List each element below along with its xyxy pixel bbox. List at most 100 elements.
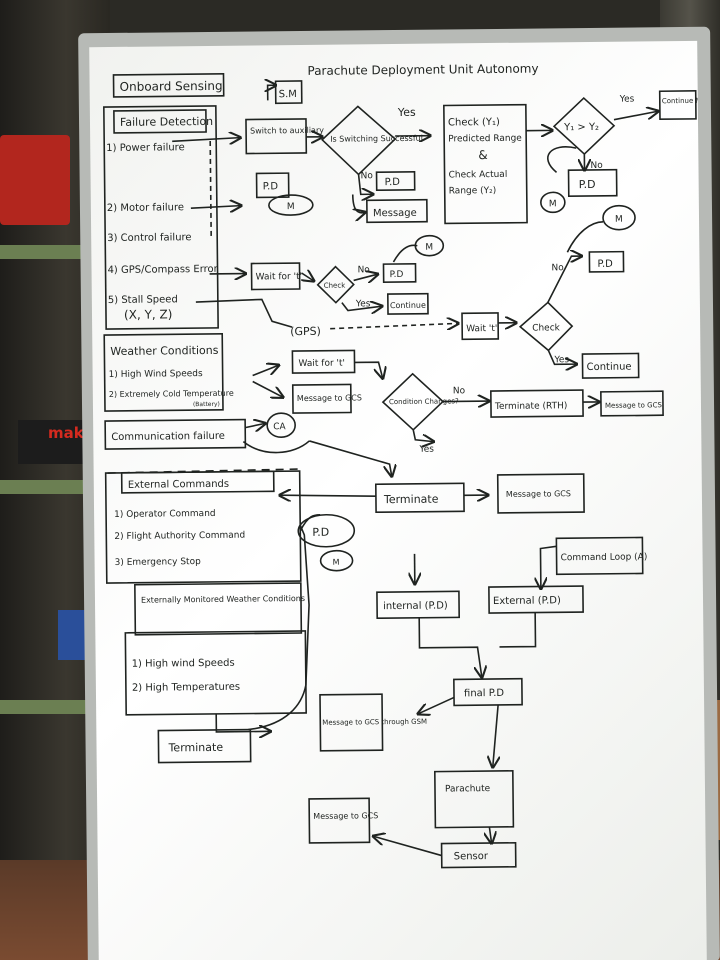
board-title: Parachute Deployment Unit Autonomy xyxy=(307,62,538,78)
message-to-gcs-box-4 xyxy=(308,797,371,844)
weather-item: (Battery) xyxy=(193,401,220,408)
m-label: M xyxy=(615,215,623,225)
message-to-gcs-box-2 xyxy=(600,390,664,417)
no-label: No xyxy=(357,265,370,275)
external-command-item: 3) Emergency Stop xyxy=(115,557,202,568)
no-label: No xyxy=(453,386,466,396)
internal-pd-label: internal (P.D) xyxy=(383,600,448,612)
communication-failure-label: Communication failure xyxy=(111,431,225,443)
m-label: M xyxy=(287,202,295,212)
command-loop-label: Command Loop (A) xyxy=(561,552,648,563)
parachute-label: Parachute xyxy=(445,784,491,794)
pd-label: P.D xyxy=(385,177,401,188)
weather-box xyxy=(103,333,224,412)
terminate-label: Terminate xyxy=(167,741,223,755)
switch-label: Switch to auxiliary xyxy=(250,126,324,136)
message-to-gcs-label: Message to GCS xyxy=(506,489,571,499)
external-command-item: 1) Operator Command xyxy=(114,509,216,520)
yes-label: Yes xyxy=(355,299,371,309)
weather-heading: Weather Conditions xyxy=(110,344,218,358)
wait-t-box xyxy=(250,262,301,291)
externally-monitored-heading: Externally Monitored Weather Conditions xyxy=(141,594,305,605)
yes-label: Yes xyxy=(418,445,434,455)
command-loop-box xyxy=(555,536,644,576)
wait-for-t-label: Wait for 't' xyxy=(298,359,345,369)
external-command-item: 2) Flight Authority Command xyxy=(114,531,245,542)
message-to-gcs-box-3 xyxy=(496,473,585,514)
failure-detection-box xyxy=(103,105,219,330)
parachute-box xyxy=(433,770,515,829)
whiteboard: Parachute Deployment Unit Autonomy S.M O… xyxy=(89,40,707,960)
switch-box xyxy=(245,118,308,155)
m-label: M xyxy=(333,558,340,567)
ca-circle xyxy=(266,412,296,439)
continue-box-2 xyxy=(581,352,640,379)
wait-t-label: Wait for 't' xyxy=(256,272,303,282)
continue-label: Continue xyxy=(587,362,632,373)
m-label: M xyxy=(549,199,557,209)
continue-label: Continue xyxy=(390,301,426,310)
message-label: Message xyxy=(373,208,417,219)
message-to-gcs-label: Message to GCS xyxy=(297,393,362,403)
shelf xyxy=(0,700,110,714)
failure-item-xyz: (X, Y, Z) xyxy=(124,307,173,322)
switch-decision-label: Is Switching Successful xyxy=(330,134,423,144)
m-label: M xyxy=(425,243,433,253)
no-label: No xyxy=(590,161,603,171)
pd-label: P.D xyxy=(390,270,404,280)
check-label: Check xyxy=(324,282,347,290)
red-toolbox xyxy=(0,135,70,225)
m-circle xyxy=(268,194,314,216)
check-range-line: Check (Y₁) xyxy=(448,117,500,129)
failure-item: 1) Power failure xyxy=(106,142,185,154)
failure-item: 2) Motor failure xyxy=(107,202,184,214)
failure-item: 5) Stall Speed xyxy=(108,294,178,306)
check-range-line: Predicted Range xyxy=(448,134,522,145)
condition-label: Condition Changes? xyxy=(389,397,459,406)
terminate-rth-label: Terminate (RTH) xyxy=(494,401,567,412)
terminate-rth-box xyxy=(490,389,584,418)
communication-failure-box xyxy=(104,418,247,450)
ca-label: CA xyxy=(273,422,286,432)
message-to-gcs-label: Message to GCS xyxy=(313,811,378,821)
yes-label: Yes xyxy=(619,95,635,105)
check-label: Check xyxy=(532,323,561,333)
yes-label: Yes xyxy=(553,355,569,365)
pd-box-1 xyxy=(567,168,618,198)
failure-detection-heading-box xyxy=(113,109,207,134)
m-circle xyxy=(602,204,636,231)
externally-monitored-item: 1) High wind Speeds xyxy=(132,658,235,670)
check-range-line: Check Actual xyxy=(449,170,508,181)
final-pd-box xyxy=(453,677,523,707)
no-label: No xyxy=(551,263,564,273)
check-range-line: & xyxy=(478,148,488,162)
terminate-box-2 xyxy=(157,728,252,764)
external-pd-box xyxy=(488,585,584,614)
sm-label: S.M xyxy=(279,89,297,100)
m-circle xyxy=(319,549,354,572)
pd-box-5 xyxy=(588,250,625,273)
pd-label: P.D xyxy=(263,181,279,192)
pd-label: P.D xyxy=(579,178,596,191)
continue-mission-box xyxy=(658,90,697,121)
yes-label: Yes xyxy=(397,106,416,119)
failure-item: 3) Control failure xyxy=(107,232,191,244)
no-label: No xyxy=(361,171,374,181)
externally-monitored-heading-box xyxy=(134,582,303,636)
external-commands-heading: External Commands xyxy=(128,479,229,491)
externally-monitored-item: 2) High Temperatures xyxy=(132,682,240,694)
internal-pd-box xyxy=(376,590,460,620)
weather-item: 2) Extremely Cold Temperature xyxy=(109,389,234,399)
failure-item: 4) GPS/Compass Error xyxy=(107,264,218,276)
weather-item: 1) High Wind Speeds xyxy=(109,369,203,380)
wait-t2-label: Wait 't' xyxy=(466,324,497,334)
pd-box-4 xyxy=(382,262,417,283)
terminate-box xyxy=(374,482,465,514)
check-diamond-1 xyxy=(316,265,355,304)
pd-oval xyxy=(297,513,356,548)
sensor-label: Sensor xyxy=(454,851,489,862)
pd-box-2 xyxy=(375,171,416,192)
pd-label: P.D xyxy=(597,259,613,270)
gps-label: (GPS) xyxy=(290,325,321,338)
